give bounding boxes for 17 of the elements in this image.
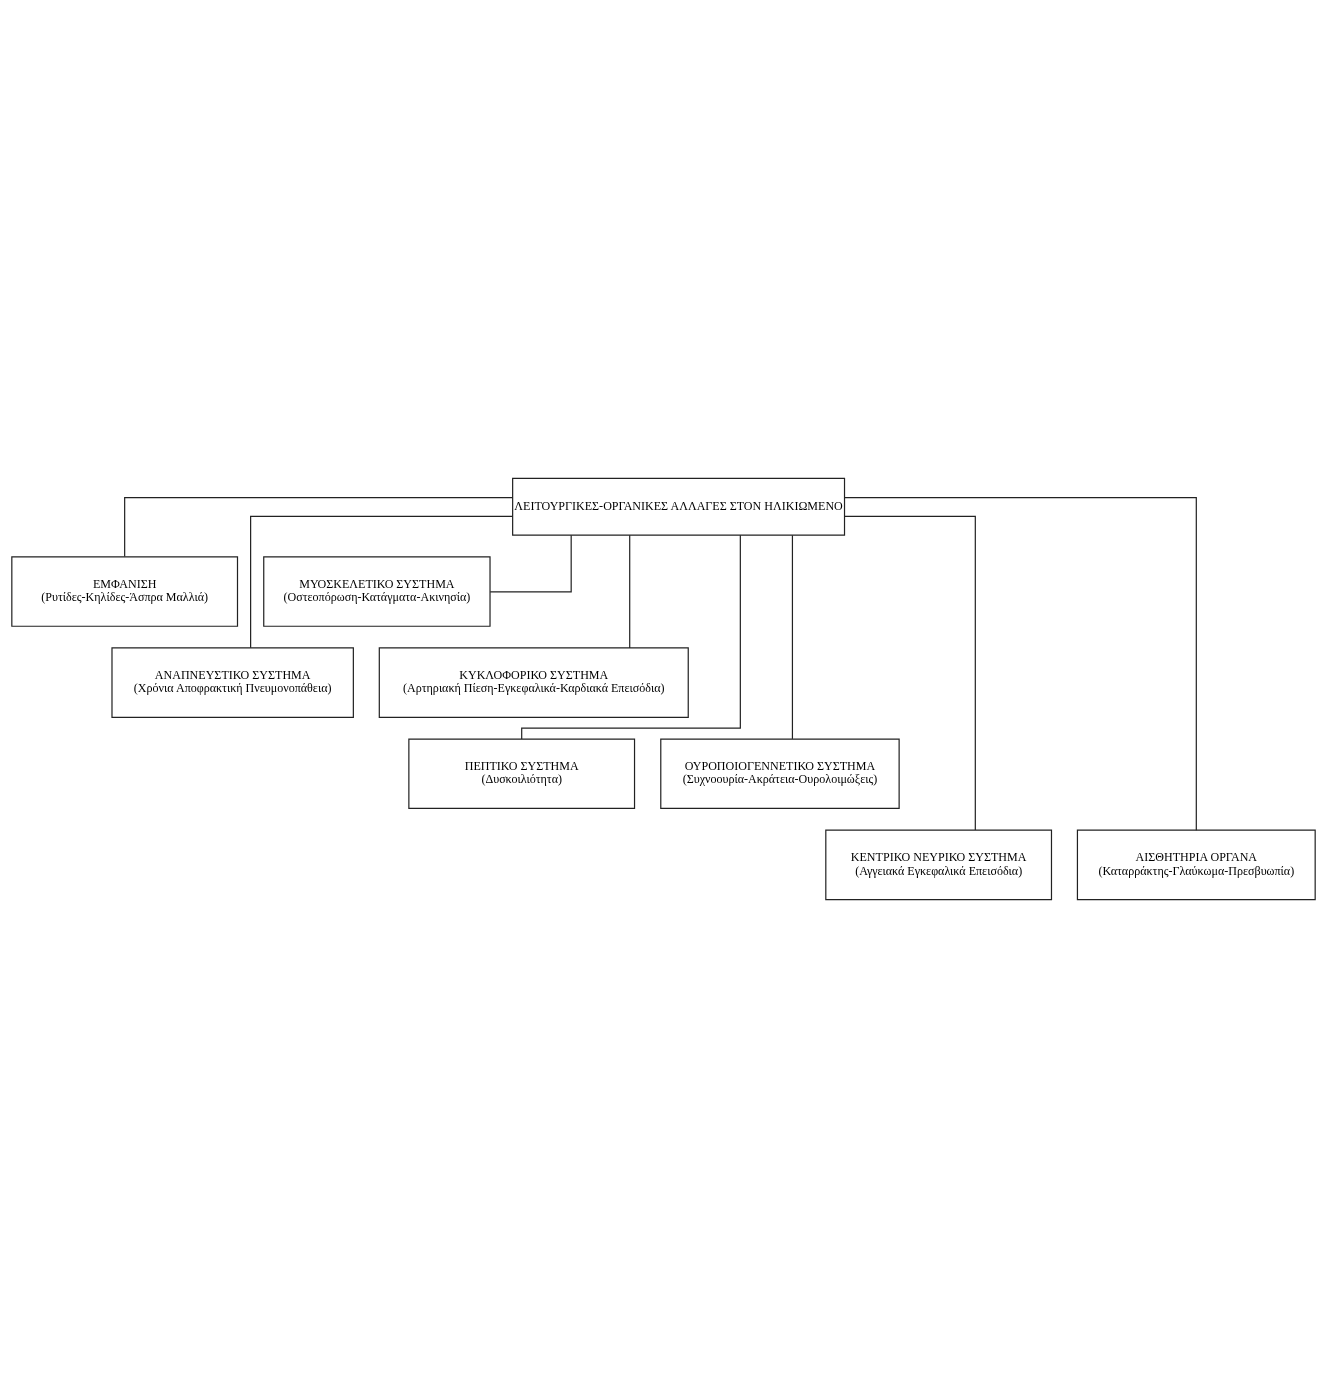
connector	[521, 534, 741, 740]
connector	[629, 534, 631, 649]
connector	[124, 497, 514, 558]
node-box: ΚΕΝΤΡΙΚΟ ΝΕΥΡΙΚΟ ΣΥΣΤΗΜΑ (Αγγειακά Εγκεφαλικά Επεισόδια)	[825, 829, 1053, 901]
node-box: ΛΕΙΤΟΥΡΓΙΚΕΣ-ΟΡΓΑΝΙΚΕΣ ΑΛΛΑΓΕΣ ΣΤΟΝ ΗΛΙΚΙΩΜΕΝΟ	[512, 477, 846, 536]
node-box: ΚΥΚΛΟΦΟΡΙΚΟ ΣΥΣΤΗΜΑ (Αρτηριακή Πίεση-Εγκεφαλικά-Καρδιακά Επεισόδια)	[378, 647, 689, 718]
node-box: ΠΕΠΤΙΚΟ ΣΥΣΤΗΜΑ (Δυσκοιλιότητα)	[408, 738, 636, 810]
node-box: ΑΝΑΠΝΕΥΣΤΙΚΟ ΣΥΣΤΗΜΑ (Χρόνια Αποφρακτική Πνευμονοπάθεια)	[111, 647, 354, 718]
connector	[250, 515, 514, 649]
node-box: ΕΜΦΑΝΙΣΗ (Ρυτίδες-Κηλίδες-Άσπρα Μαλλιά)	[11, 556, 239, 627]
connector	[489, 534, 572, 593]
node-box: ΜΥΟΣΚΕΛΕΤΙΚΟ ΣΥΣΤΗΜΑ (Οστεοπόρωση-Κατάγματα-Ακινησία)	[263, 556, 491, 627]
connector	[844, 515, 976, 831]
connector	[791, 534, 794, 740]
connector	[843, 497, 1197, 831]
node-box: ΟΥΡΟΠΟΙΟΓΕΝΝΕΤΙΚΟ ΣΥΣΤΗΜΑ (Συχνοουρία-Ακράτεια-Ουρολοιμώξεις)	[660, 738, 900, 810]
node-box: ΑΙΣΘΗΤΗΡΙΑ ΟΡΓΑΝΑ (Καταρράκτης-Γλαύκωμα-Πρεσβυωπία)	[1076, 829, 1316, 901]
